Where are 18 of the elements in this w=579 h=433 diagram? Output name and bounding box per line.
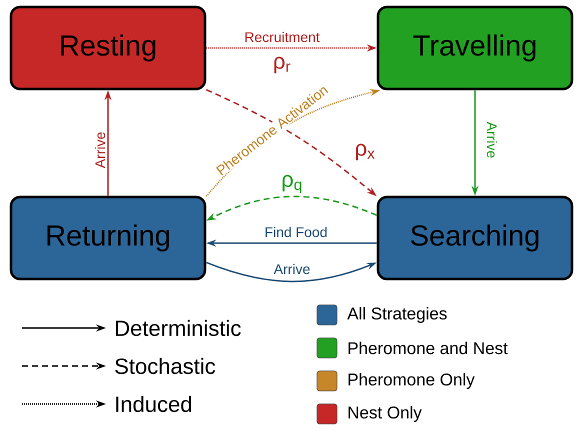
edge-label: Arrive xyxy=(94,130,106,170)
edge-label: ρ$_{x}$ xyxy=(354,142,376,162)
edge-label: Recruitment xyxy=(243,30,321,44)
edge-label: Arrive xyxy=(486,120,498,160)
edge-label: Find Food xyxy=(263,226,329,238)
legend-text: All Strategies xyxy=(347,307,447,323)
legend-text: Deterministic xyxy=(116,320,241,336)
legend-text: Stochastic xyxy=(115,358,216,374)
legend-text: Pheromone Only xyxy=(348,373,475,389)
legend-text: Induced xyxy=(116,396,192,412)
rate-label: ρ$_{r}$ xyxy=(274,56,290,74)
state-box: Resting xyxy=(10,6,206,90)
legend-text: Pheromone and Nest xyxy=(348,342,508,354)
state-box: Searching xyxy=(376,196,574,280)
state-box: Returning xyxy=(10,196,206,280)
legend-text: Nest Only xyxy=(348,406,422,422)
state-box: Travelling xyxy=(376,6,574,90)
edge-label: Arrive xyxy=(272,262,312,276)
